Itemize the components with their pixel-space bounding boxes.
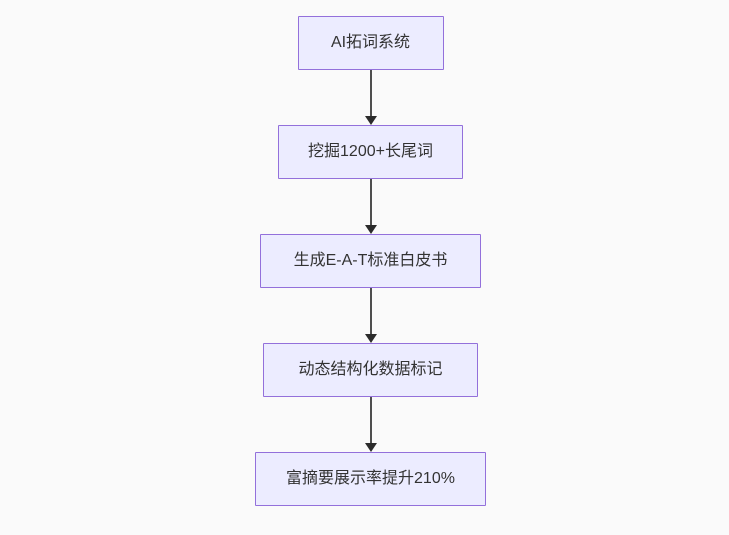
- arrowhead-down-icon: [364, 225, 377, 234]
- arrow-shaft: [369, 397, 372, 444]
- flow-node-ai-word-expansion: AI拓词系统: [297, 16, 444, 70]
- flow-node-eat-whitepaper: 生成E-A-T标准白皮书: [260, 234, 481, 288]
- flow-node-label: AI拓词系统: [330, 34, 411, 51]
- arrow-shaft: [369, 179, 372, 226]
- flow-node-label: 生成E-A-T标准白皮书: [293, 252, 448, 269]
- flow-node-label: 挖掘1200+长尾词: [308, 143, 433, 160]
- flowchart-canvas: AI拓词系统 挖掘1200+长尾词 生成E-A-T标准白皮书 动态结构化数据标记…: [6, 0, 729, 535]
- flow-arrow-1: [364, 70, 377, 125]
- flow-node-label: 动态结构化数据标记: [298, 361, 443, 378]
- arrow-shaft: [369, 70, 372, 117]
- arrowhead-down-icon: [364, 334, 377, 343]
- flow-node-label: 富摘要展示率提升210%: [286, 470, 455, 487]
- arrowhead-down-icon: [364, 443, 377, 452]
- flow-node-rich-snippet-uplift: 富摘要展示率提升210%: [255, 452, 486, 506]
- flow-arrow-4: [364, 397, 377, 452]
- flow-arrow-2: [364, 179, 377, 234]
- arrow-shaft: [369, 288, 372, 335]
- arrowhead-down-icon: [364, 116, 377, 125]
- flow-node-structured-data: 动态结构化数据标记: [263, 343, 478, 397]
- flow-node-longtail-mining: 挖掘1200+长尾词: [278, 125, 463, 179]
- flow-arrow-3: [364, 288, 377, 343]
